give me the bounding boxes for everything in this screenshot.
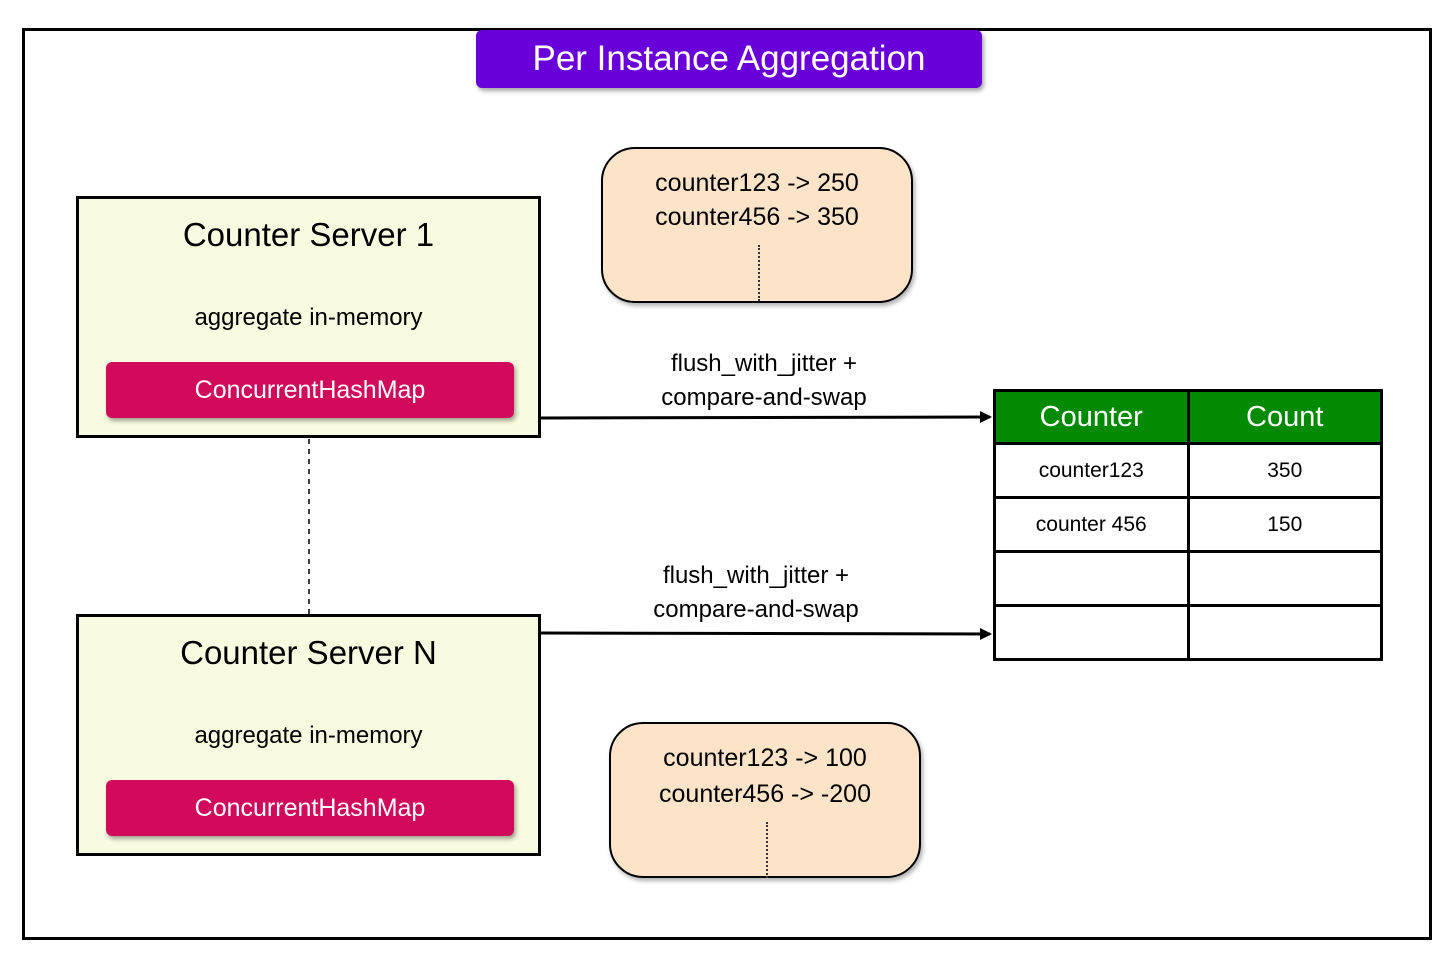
server-title: Counter Server 1 <box>182 216 435 253</box>
table-cell <box>1186 604 1383 661</box>
table-row <box>993 550 1383 607</box>
ellipsis-dots <box>766 822 768 878</box>
table-cell: 150 <box>1186 496 1383 553</box>
column-header-counter: Counter <box>993 389 1190 445</box>
table-header-row: Counter Count <box>993 389 1383 445</box>
column-header-count: Count <box>1186 389 1383 445</box>
server-subtitle: aggregate in-memory <box>194 304 423 331</box>
note-line: counter456 -> -200 <box>659 780 871 808</box>
flow-arrow-n <box>540 627 992 640</box>
counter-table: Counter Count counter123 350 counter 456… <box>993 389 1383 661</box>
table-cell: 350 <box>1186 442 1383 499</box>
in-memory-values-note-n: counter123 -> 100 counter456 -> -200 <box>609 722 921 878</box>
note-line: counter123 -> 250 <box>655 169 859 197</box>
flow-label-n: flush_with_jitter + compare-and-swap <box>606 559 906 627</box>
table-cell: counter 456 <box>993 496 1190 553</box>
diagram-frame <box>22 28 1432 940</box>
table-cell <box>993 604 1190 661</box>
table-cell: counter123 <box>993 442 1190 499</box>
concurrent-hashmap-block: ConcurrentHashMap <box>106 362 514 418</box>
in-memory-values-note-1: counter123 -> 250 counter456 -> 350 <box>601 147 913 303</box>
table-row: counter123 350 <box>993 442 1383 499</box>
table-row: counter 456 150 <box>993 496 1383 553</box>
ellipsis-dots <box>758 245 760 301</box>
flow-arrow-1 <box>540 411 992 424</box>
counter-server-n: Counter Server N aggregate in-memory Con… <box>76 614 541 856</box>
flow-label-line: compare-and-swap <box>653 596 859 623</box>
flow-label-line: flush_with_jitter + <box>662 562 850 589</box>
concurrent-hashmap-block: ConcurrentHashMap <box>106 780 514 836</box>
table-cell <box>1186 550 1383 607</box>
table-cell <box>993 550 1190 607</box>
note-line: counter456 -> 350 <box>655 203 859 231</box>
flow-label-1: flush_with_jitter + compare-and-swap <box>614 347 914 415</box>
diagram-title: Per Instance Aggregation <box>476 30 982 88</box>
flow-label-line: flush_with_jitter + <box>670 350 858 377</box>
note-line: counter123 -> 100 <box>663 744 867 772</box>
server-subtitle: aggregate in-memory <box>194 722 423 749</box>
counter-server-1: Counter Server 1 aggregate in-memory Con… <box>76 196 541 438</box>
server-title: Counter Server N <box>180 634 437 671</box>
table-row <box>993 604 1383 661</box>
flow-label-line: compare-and-swap <box>661 384 867 411</box>
